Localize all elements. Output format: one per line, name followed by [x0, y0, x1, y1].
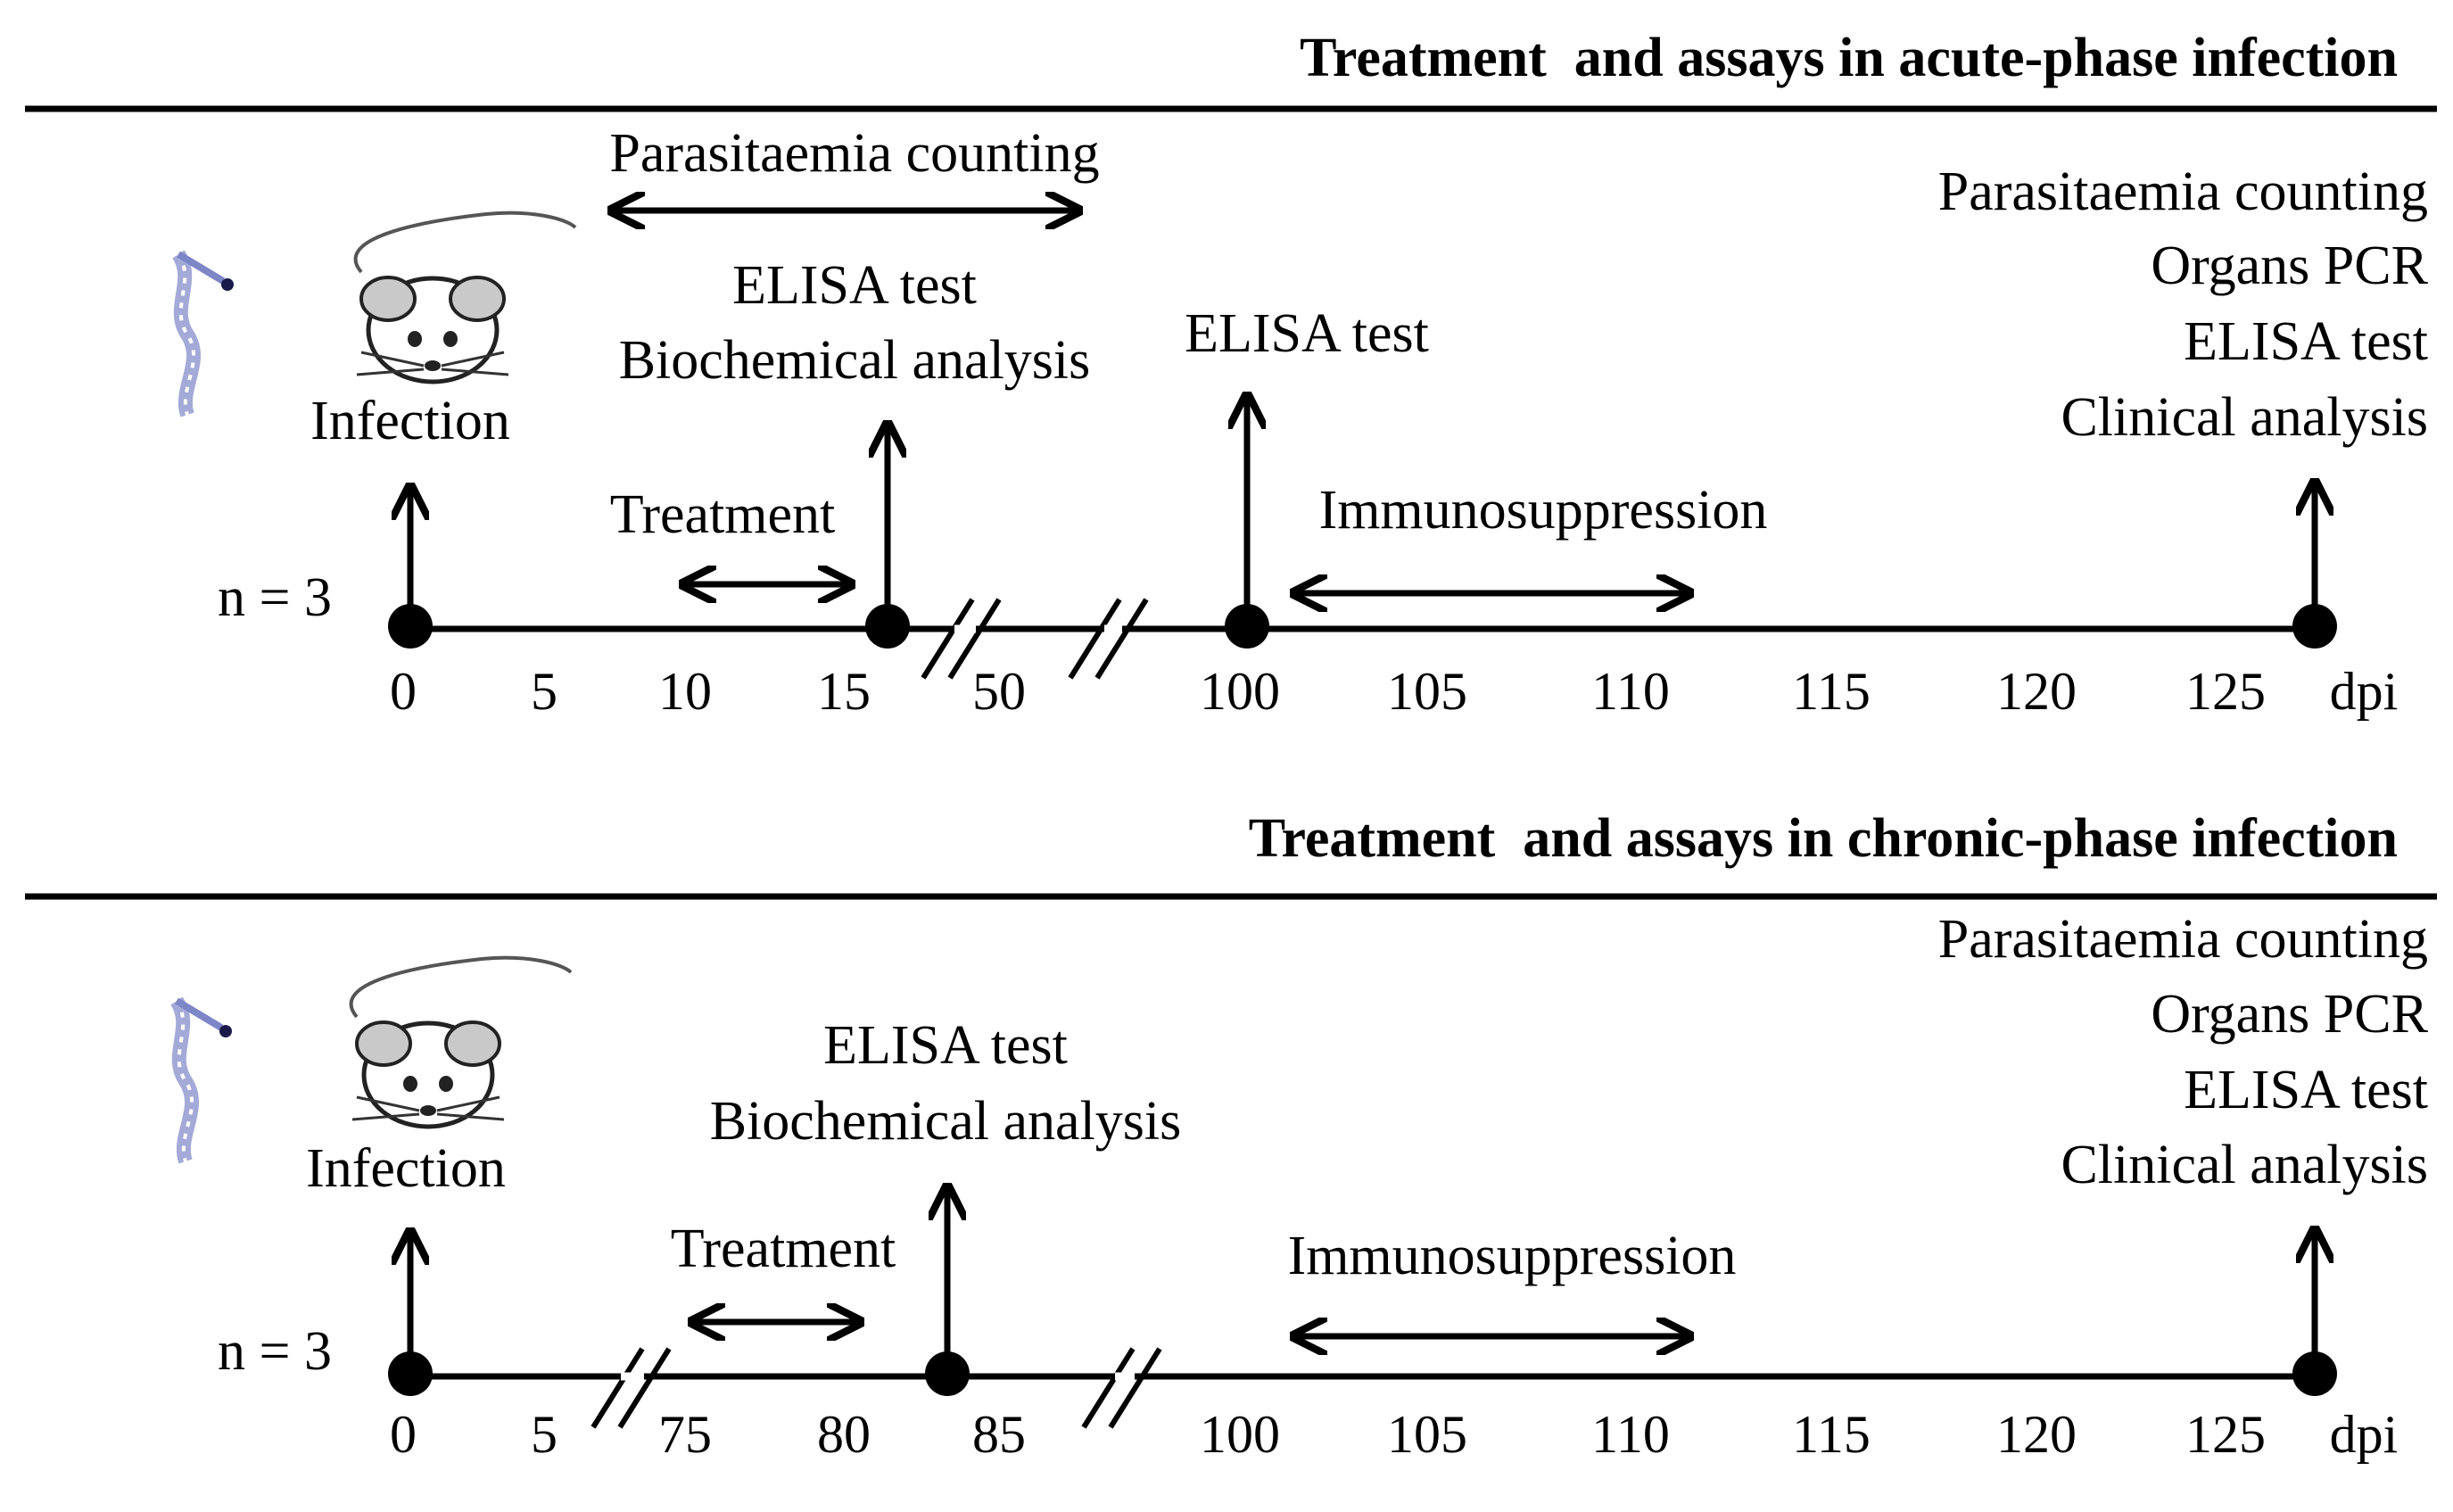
acute-tick: 10	[658, 662, 712, 721]
chronic-biochemical-label: Biochemical analysis	[710, 1091, 1182, 1152]
acute-biochemical-label: Biochemical analysis	[619, 330, 1091, 391]
acute-tick: 120	[1996, 662, 2077, 721]
chronic-n-label: n = 3	[218, 1321, 332, 1382]
acute-tick: 0	[390, 662, 417, 721]
chronic-tick: 115	[1792, 1405, 1871, 1464]
chronic-tick: 105	[1387, 1405, 1467, 1464]
acute-axis-break	[947, 598, 1002, 680]
chronic-tick: 85	[972, 1405, 1026, 1464]
acute-infection-label: Infection	[310, 391, 510, 451]
chronic-timepoint-dot	[2292, 1351, 2337, 1396]
trypanosome-icon	[177, 1001, 232, 1161]
chronic-tick: 100	[1200, 1405, 1280, 1464]
chronic-unit-label: dpi	[2330, 1405, 2399, 1464]
chronic-elisa-label: ELISA test	[823, 1015, 1068, 1076]
acute-elisa-label: ELISA test	[732, 255, 977, 316]
acute-tick: 100	[1200, 662, 1280, 721]
acute-treatment-label: Treatment	[610, 484, 836, 545]
chronic-axis-break	[1108, 1347, 1162, 1429]
chronic-tick-labels: 0 5 75 80 85 100 105 110 115 120 125 dpi	[390, 1405, 2398, 1464]
chronic-final-elisa: ELISA test	[2184, 1060, 2428, 1120]
trypanosome-icon	[178, 254, 234, 415]
chronic-panel-title: Treatment and assays in chronic-phase in…	[1249, 808, 2398, 869]
acute-unit-label: dpi	[2330, 662, 2399, 721]
acute-immunosuppression-label: Immunosuppression	[1319, 480, 1768, 541]
chronic-axis-break	[591, 1347, 645, 1429]
acute-axis-break	[1068, 598, 1122, 680]
acute-tick: 115	[1792, 662, 1871, 721]
chronic-panel: Treatment and assays in chronic-phase in…	[25, 808, 2437, 1464]
chronic-tick: 80	[817, 1405, 871, 1464]
chronic-immunosuppression-label: Immunosuppression	[1288, 1226, 1737, 1286]
acute-panel: Treatment and assays in acute-phase infe…	[25, 28, 2437, 721]
chronic-tick: 120	[1996, 1405, 2077, 1464]
acute-final-clinical: Clinical analysis	[2061, 387, 2428, 448]
mouse-icon	[351, 958, 571, 1127]
chronic-timepoint-dot	[925, 1351, 970, 1396]
acute-parasitaemia-label: Parasitaemia counting	[609, 123, 1099, 184]
acute-tick: 5	[531, 662, 558, 721]
chronic-tick: 0	[390, 1405, 417, 1464]
chronic-tick: 5	[531, 1405, 558, 1464]
acute-tick: 15	[817, 662, 871, 721]
chronic-tick: 75	[658, 1405, 712, 1464]
acute-final-parasitaemia: Parasitaemia counting	[1938, 161, 2428, 222]
chronic-timepoint-dot	[388, 1351, 433, 1396]
chronic-axis-break	[617, 1347, 672, 1429]
mouse-icon	[356, 213, 575, 382]
chronic-final-parasitaemia: Parasitaemia counting	[1938, 909, 2428, 970]
acute-tick-labels: 0 5 10 15 50 100 105 110 115 120 125 dpi	[390, 662, 2398, 721]
acute-timepoint-dot	[1225, 604, 1269, 649]
acute-final-organs-pcr: Organs PCR	[2151, 235, 2428, 296]
acute-axis-break	[1094, 598, 1149, 680]
acute-timepoint-dot	[2292, 604, 2337, 649]
acute-timepoint-dot	[865, 604, 910, 649]
acute-n-label: n = 3	[218, 567, 332, 628]
chronic-treatment-label: Treatment	[671, 1219, 896, 1279]
acute-panel-title: Treatment and assays in acute-phase infe…	[1300, 28, 2398, 88]
acute-elisa-2-label: ELISA test	[1185, 303, 1429, 364]
chronic-final-organs-pcr: Organs PCR	[2151, 984, 2428, 1045]
acute-final-elisa: ELISA test	[2184, 311, 2428, 372]
acute-axis-break	[921, 598, 975, 680]
acute-tick: 110	[1591, 662, 1670, 721]
chronic-axis-break	[1081, 1347, 1136, 1429]
chronic-final-clinical: Clinical analysis	[2061, 1135, 2428, 1195]
chronic-infection-label: Infection	[306, 1138, 506, 1199]
chronic-tick: 125	[2185, 1405, 2266, 1464]
acute-tick: 125	[2185, 662, 2266, 721]
chronic-tick: 110	[1591, 1405, 1670, 1464]
acute-tick: 105	[1387, 662, 1467, 721]
acute-timepoint-dot	[388, 604, 433, 649]
acute-tick: 50	[972, 662, 1026, 721]
